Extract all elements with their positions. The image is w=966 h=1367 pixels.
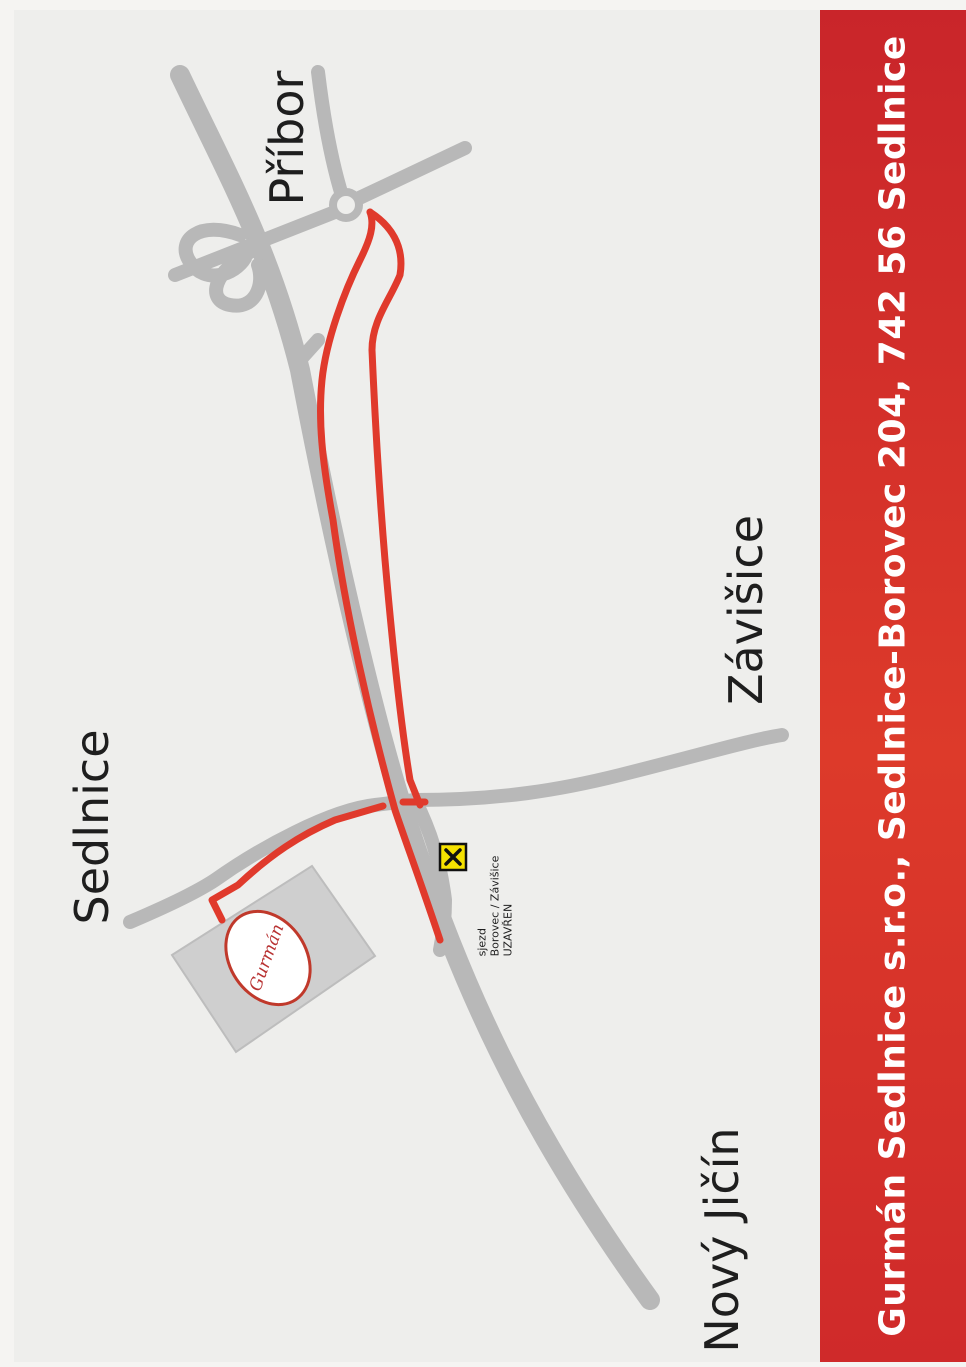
closed-exit-sign[interactable] [438,842,468,872]
address-banner-text: Gurmán Sedlnice s.r.o., Sedlnice-Borovec… [872,35,914,1337]
town-label-novy-jicin: Nový Jičín [695,1127,749,1353]
exit-note-line-1: sjezd [475,928,489,957]
road-northeast [348,141,472,207]
town-label-pribor: Příbor [260,70,314,206]
roundabout [329,188,363,222]
address-banner [820,10,966,1362]
town-label-sedlnice: Sedlnice [65,729,119,925]
road-ramp-link [293,333,325,367]
town-label-zavisice: Závišice [719,514,773,706]
route-to-company [208,802,387,924]
exit-note-line-2: Borovec / Závišice [488,855,502,957]
road-network [123,65,789,1310]
closed-exit-note: sjezd Borovec / Závišice UZAVŘEN [476,856,515,957]
company-logo [224,909,312,1007]
route-northbound [366,208,424,809]
clover-loop-2 [209,245,268,313]
x-icon [444,848,462,866]
road-pribor [311,65,352,212]
exit-note-line-3: UZAVŘEN [501,903,515,957]
company-building[interactable]: Gurmán [170,864,377,1054]
route-southbound [316,208,444,944]
route-path [208,208,444,944]
road-west-junction [168,203,347,282]
map-background [14,10,820,1362]
